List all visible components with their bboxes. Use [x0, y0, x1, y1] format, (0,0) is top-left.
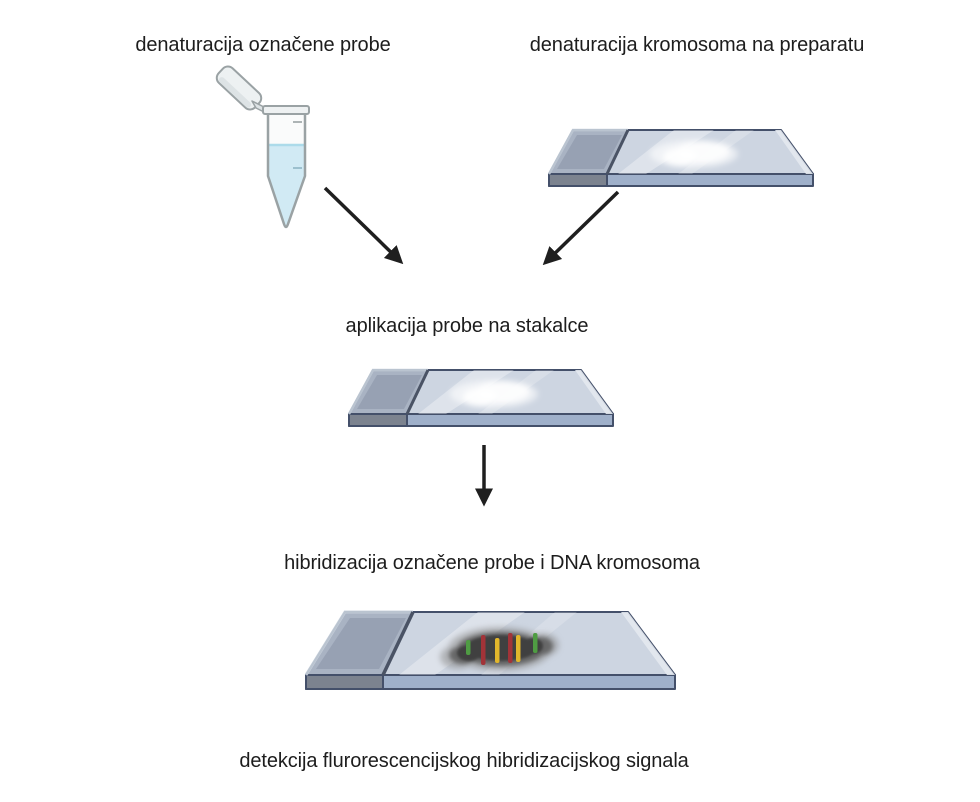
label-denature-chromosome: denaturacija kromosoma na preparatu	[529, 34, 865, 56]
chromosome-spread-blob	[450, 380, 538, 408]
label-detection: detekcija flurorescencijskog hibridizaci…	[239, 750, 689, 772]
signal-bar	[466, 640, 471, 655]
label-denature-probe: denaturacija označene probe	[135, 34, 391, 56]
slide-denatured-chromosomes-icon	[547, 128, 815, 188]
label-hybridization: hibridizacija označene probe i DNA kromo…	[284, 552, 700, 574]
slide-hybridization-signal-icon	[304, 610, 676, 690]
tube-liquid	[268, 145, 304, 227]
signal-bars	[466, 633, 538, 665]
signal-bar	[508, 633, 513, 663]
signal-bar	[495, 638, 500, 663]
signal-bar	[481, 635, 486, 665]
chromosome-spread-blob	[650, 140, 738, 168]
slide-probe-applied-icon	[347, 368, 615, 428]
tube-rim	[262, 105, 310, 115]
signal-bar	[516, 635, 521, 662]
tube-body	[266, 113, 307, 229]
microcentrifuge-tube-icon	[215, 65, 310, 229]
arrow-chromosome-to-slide-icon	[542, 190, 620, 266]
signal-bar	[533, 633, 538, 653]
arrow-probe-to-slide-icon	[323, 186, 404, 265]
tube-cap	[215, 65, 263, 111]
label-apply-probe: aplikacija probe na stakalce	[345, 315, 589, 337]
